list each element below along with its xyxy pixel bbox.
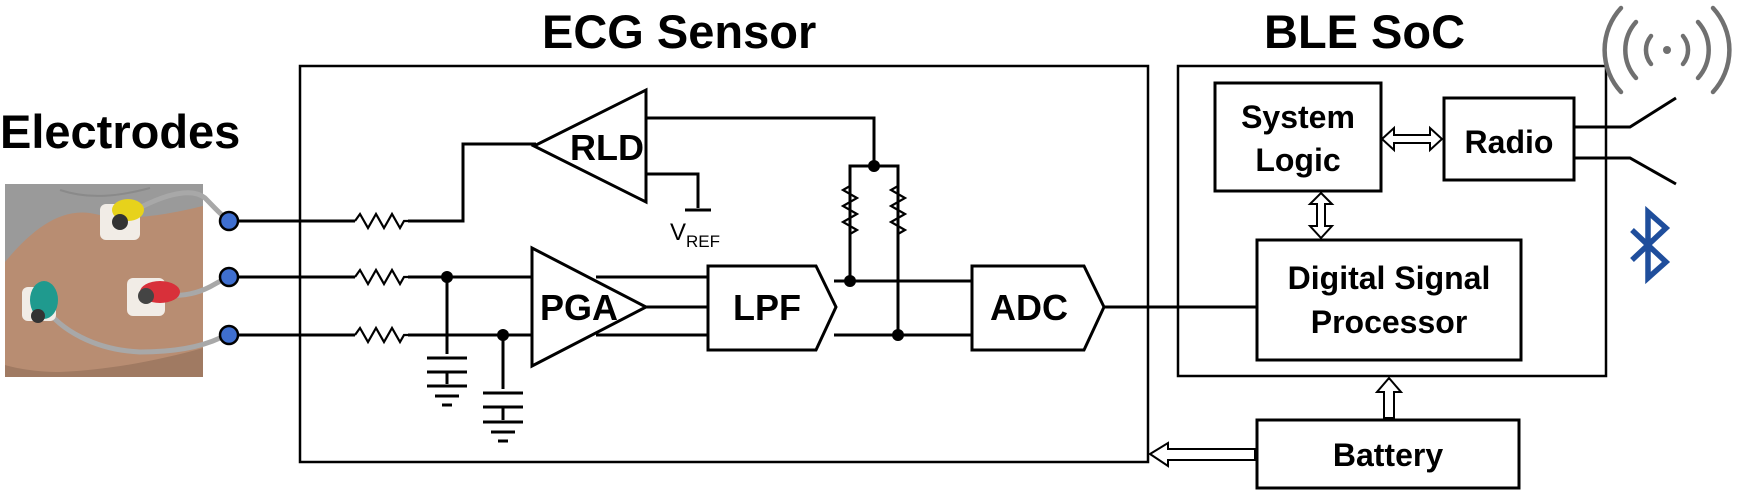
resistor-icon [354, 185, 908, 345]
system-logic-label-line2: Logic [1255, 142, 1340, 178]
battery-block: Battery [1255, 418, 1521, 490]
adc-label: ADC [990, 287, 1068, 328]
pga-amplifier: PGA [530, 245, 650, 369]
dsp-label-line1: Digital Signal [1288, 260, 1491, 296]
ecg-sensor-frame [298, 64, 1150, 464]
electrode-terminals [218, 210, 240, 346]
lpf-block: LPF [706, 264, 838, 352]
hollow-arrows [1148, 125, 1444, 468]
ble-soc-label: BLE SoC [1264, 5, 1465, 58]
ground-icon [427, 384, 523, 443]
system-logic-block: System Logic [1213, 81, 1383, 193]
system-logic-label-line1: System [1241, 99, 1355, 135]
ecg-sensor-label: ECG Sensor [542, 5, 816, 58]
radio-label: Radio [1465, 124, 1554, 160]
antenna-waves-icon [1602, 5, 1732, 95]
pga-label: PGA [540, 287, 618, 328]
vref-label: VREF [670, 219, 720, 251]
electrode-photo [5, 184, 231, 377]
bluetooth-icon [1630, 205, 1671, 285]
capacitor-icon [427, 356, 523, 420]
junction-dots [441, 160, 904, 341]
radio-block: Radio [1442, 96, 1576, 182]
dsp-block: Digital Signal Processor [1255, 238, 1523, 362]
ble-soc-frame [1176, 64, 1608, 378]
lpf-label: LPF [733, 287, 801, 328]
battery-label: Battery [1333, 437, 1443, 473]
rld-label: RLD [570, 127, 644, 168]
adc-block: ADC [970, 264, 1106, 352]
dsp-label-line2: Processor [1311, 304, 1468, 340]
svg-text:VREF: VREF [670, 219, 720, 251]
circuit-wires [238, 96, 1677, 389]
electrodes-label: Electrodes [0, 105, 240, 158]
rld-amplifier: RLD [530, 87, 648, 205]
